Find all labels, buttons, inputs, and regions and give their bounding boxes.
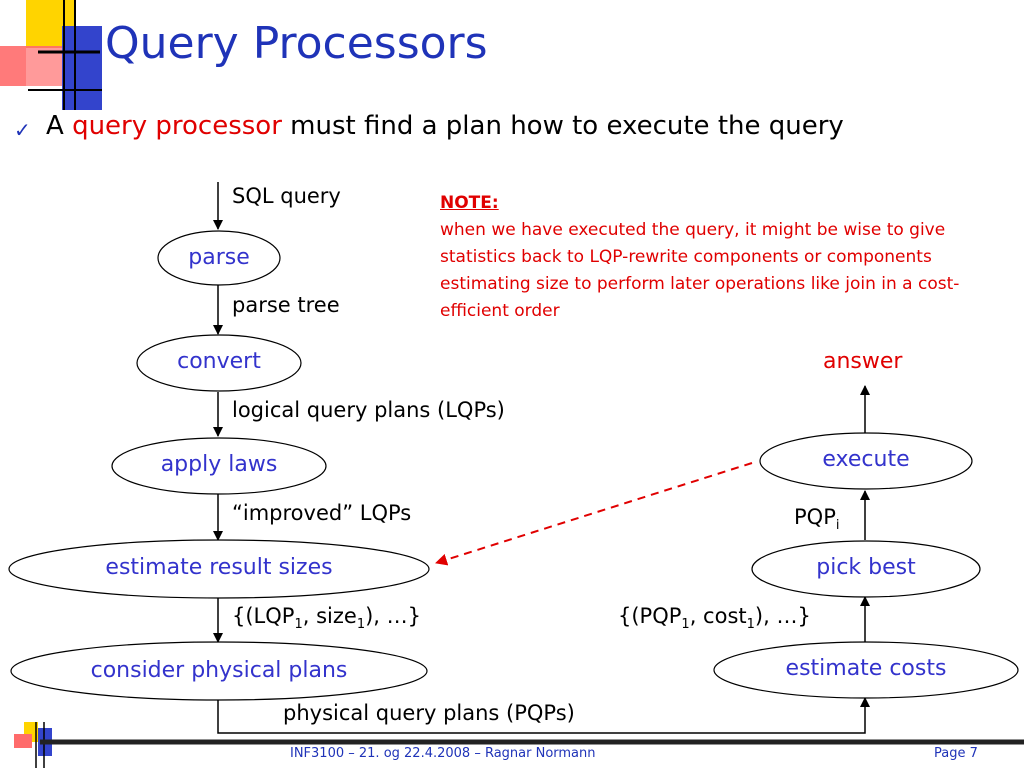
arrow-consider-to-costs — [217, 697, 870, 734]
label-lqp-set: {(LQP1, size1), …} — [232, 604, 421, 632]
pqp-set-close: ), …} — [754, 604, 811, 628]
node-pick-best — [751, 540, 981, 598]
lqp-set-sub1: 1 — [294, 617, 303, 633]
label-answer: answer — [823, 349, 903, 374]
checkmark-icon: ✓ — [14, 118, 31, 142]
node-convert-label: convert — [177, 349, 261, 374]
pqp-set-open: {(PQP — [618, 604, 682, 628]
logo-bottom — [14, 722, 52, 768]
node-convert — [136, 334, 302, 392]
label-pqp-set: {(PQP1, cost1), …} — [618, 604, 811, 632]
bullet-highlight: query processor — [72, 111, 282, 141]
note-heading: NOTE: — [440, 193, 499, 213]
lqp-set-close: ), …} — [365, 604, 421, 628]
logo-top — [0, 0, 102, 110]
pqp-set-mid: , cost — [689, 604, 747, 628]
slide-title: Query Processors — [105, 18, 488, 69]
label-pqp-i: PQPi — [794, 505, 839, 533]
node-execute-label: execute — [822, 447, 910, 472]
node-estimate-costs-label: estimate costs — [785, 656, 947, 681]
lqp-set-mid: , size — [302, 604, 357, 628]
feedback-arrow — [435, 462, 753, 566]
label-sql-query: SQL query — [232, 184, 341, 208]
node-apply-laws-label: apply laws — [160, 452, 278, 477]
lqp-set-open: {(LQP — [232, 604, 295, 628]
bullet-suffix: must find a plan how to execute the quer… — [281, 111, 844, 141]
page-number: Page 7 — [934, 746, 978, 761]
footer-text: INF3100 – 21. og 22.4.2008 – Ragnar Norm… — [290, 746, 596, 761]
node-apply-laws — [111, 437, 327, 495]
lqp-set-sub2: 1 — [356, 617, 366, 633]
label-parse-tree: parse tree — [232, 293, 340, 317]
note-box: NOTE: when we have executed the query, i… — [440, 190, 1000, 325]
node-parse — [157, 230, 281, 286]
node-estimate-result-sizes — [8, 539, 430, 599]
bullet-prefix: A — [46, 111, 73, 141]
node-pick-best-label: pick best — [816, 555, 916, 580]
pqp-set-sub2: 1 — [746, 617, 755, 633]
label-improved-lqps: “improved” LQPs — [232, 501, 412, 525]
label-lqps: logical query plans (LQPs) — [232, 398, 505, 422]
pqp-i-sub: i — [835, 518, 840, 534]
node-consider-physical-plans — [10, 641, 428, 701]
note-body: when we have executed the query, it migh… — [440, 220, 960, 321]
node-estimate-costs — [713, 641, 1019, 699]
node-execute — [759, 432, 973, 490]
node-consider-physical-plans-label: consider physical plans — [90, 658, 348, 683]
node-parse-label: parse — [188, 245, 250, 270]
label-pqps: physical query plans (PQPs) — [283, 701, 575, 725]
bullet-text: A query processor must find a plan how t… — [46, 111, 844, 141]
pqp-set-sub1: 1 — [681, 617, 690, 633]
node-estimate-result-sizes-label: estimate result sizes — [105, 555, 333, 580]
pqp-i-base: PQP — [794, 505, 836, 529]
